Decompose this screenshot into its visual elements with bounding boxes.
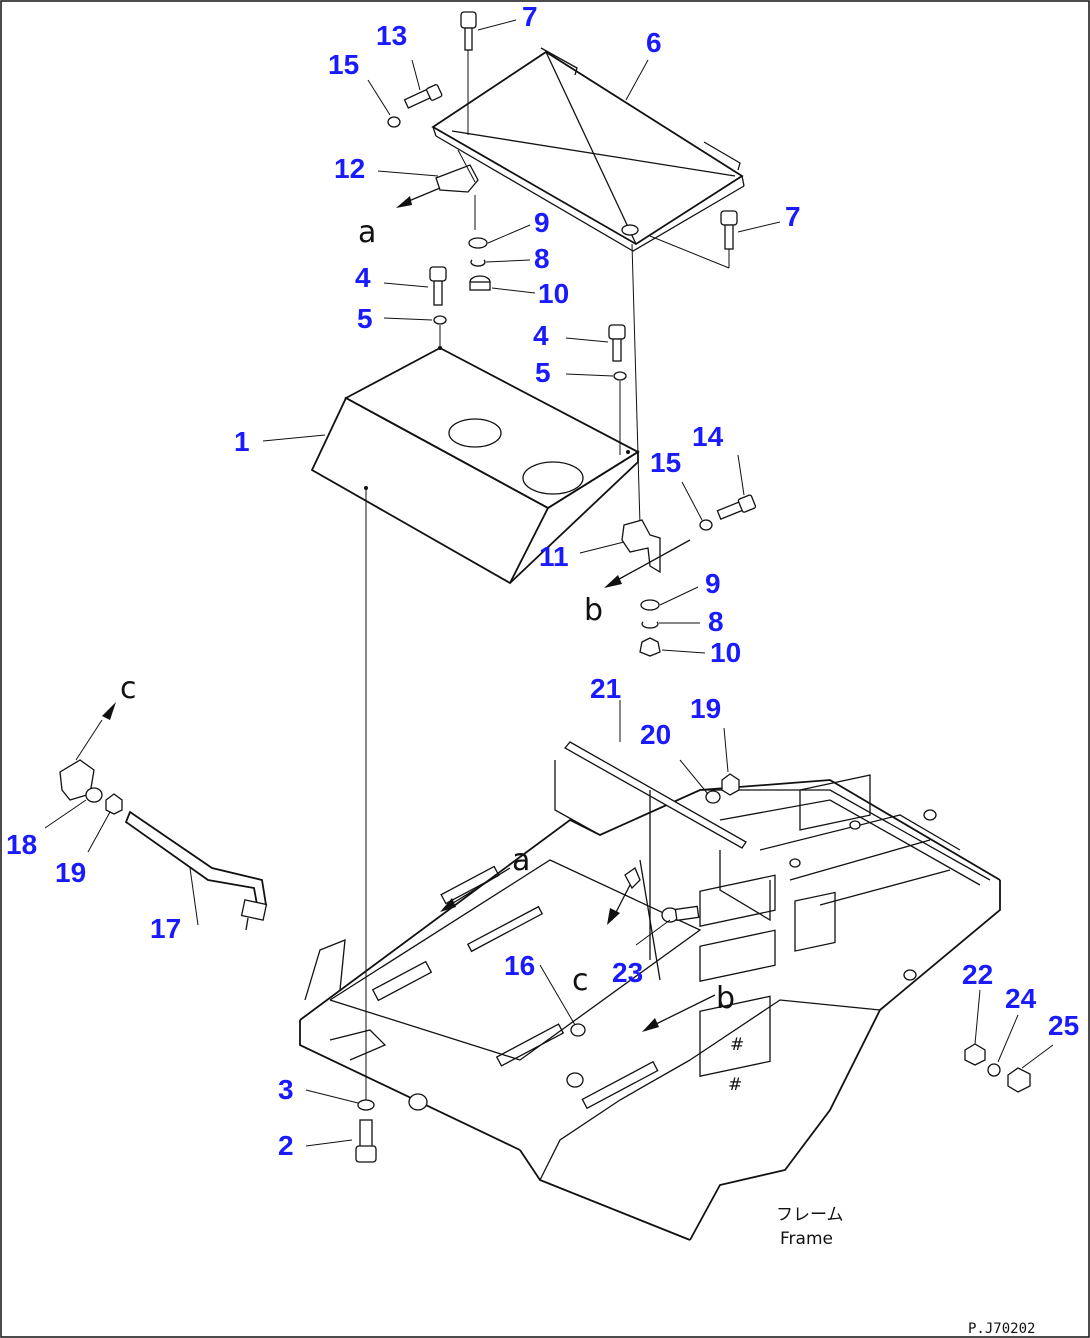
callout-24: 24 [1005, 983, 1037, 1014]
callout-23: 23 [612, 957, 643, 988]
frame-caption-en: Frame [780, 1229, 833, 1249]
part-10-nut-a [469, 275, 491, 291]
part-20-washer [705, 790, 721, 804]
callout-2: 2 [278, 1130, 294, 1161]
part-5-washer-left [433, 315, 447, 325]
callout-5-left: 5 [357, 303, 373, 334]
callout-9-top: 9 [534, 207, 550, 238]
part-6-cover-plate [431, 47, 745, 252]
callout-1: 1 [234, 426, 250, 457]
callout-19-left: 19 [55, 857, 86, 888]
view-a-frame: a [512, 843, 530, 878]
drawing-number: P.J70202 [968, 1321, 1035, 1337]
part-16-bracket [624, 867, 641, 890]
callout-16: 16 [504, 950, 535, 981]
part-18-nut [85, 787, 103, 803]
part-8-lockwasher-a [470, 259, 486, 267]
part-23-pin [661, 905, 700, 923]
callout-8-bottom: 8 [708, 606, 724, 637]
callout-11: 11 [539, 541, 569, 572]
part-15-washer-right [699, 519, 713, 531]
part-4-bolt-right [608, 324, 626, 362]
callout-8-top: 8 [534, 243, 550, 274]
callout-9-bottom: 9 [705, 568, 721, 599]
callout-7-right: 7 [785, 201, 801, 232]
callout-labels: 1 2 3 4 4 5 5 6 7 7 8 8 9 9 10 10 11 12 … [6, 1, 1079, 1161]
part-2-bolt [355, 1119, 377, 1163]
part-8-lockwasher-b [641, 621, 659, 629]
callout-12: 12 [334, 153, 365, 184]
callout-14: 14 [692, 421, 724, 452]
arrow-c-top [102, 702, 116, 720]
part-17-lever [124, 810, 268, 931]
callout-leaders [44, 19, 1054, 1147]
callout-3: 3 [278, 1074, 294, 1105]
callout-10-bottom: 10 [710, 637, 741, 668]
callout-20: 20 [640, 719, 671, 750]
callout-4-left: 4 [355, 262, 371, 293]
part-3-washer [357, 1099, 375, 1111]
part-15-washer-top [387, 116, 401, 128]
part-25-nut [1007, 1067, 1031, 1093]
callout-4-right: 4 [533, 320, 549, 351]
view-a-top: a [358, 215, 376, 250]
callout-19-right: 19 [690, 693, 721, 724]
arrow-b-top [611, 539, 691, 584]
part-24-washer [987, 1063, 1001, 1077]
part-9-washer-a [468, 237, 488, 249]
part-19-nut-left [105, 793, 123, 815]
part-7-bolt-right [649, 210, 738, 269]
callout-17: 17 [150, 913, 181, 944]
part-5-washer-right [613, 371, 627, 381]
frame-caption-jp: フレーム [776, 1205, 844, 1225]
callout-25: 25 [1048, 1010, 1079, 1041]
part-22-nut [964, 1043, 986, 1066]
view-letters: a a b b c c [120, 215, 735, 1016]
callout-22: 22 [962, 959, 993, 990]
part-4-bolt-left [429, 266, 447, 306]
part-10-nut-b [639, 637, 661, 657]
view-c-frame: c [572, 963, 589, 998]
callout-6: 6 [646, 27, 662, 58]
view-b-frame: b [716, 981, 735, 1016]
callout-21: 21 [590, 673, 621, 704]
callout-10-top: 10 [538, 278, 569, 309]
callout-7-top: 7 [522, 1, 538, 32]
part-9-washer-b [640, 599, 660, 611]
callout-13: 13 [376, 20, 407, 51]
part-13-bolt [403, 84, 443, 109]
part-7-bolt-top [460, 11, 477, 135]
part-1-main-cover [310, 346, 640, 585]
callout-18: 18 [6, 829, 37, 860]
part-11-bracket [621, 519, 661, 574]
callout-15-top: 15 [328, 49, 359, 80]
frame-assembly: # # [299, 741, 1001, 1241]
svg-text:#: # [730, 1035, 744, 1055]
callout-15-right: 15 [650, 447, 681, 478]
part-19-nut-right [721, 773, 740, 796]
part-14-bolt [716, 494, 757, 520]
view-b-top: b [584, 593, 603, 628]
svg-text:#: # [728, 1075, 742, 1095]
callout-5-right: 5 [535, 357, 551, 388]
part-12-bracket [435, 149, 479, 230]
view-c-top: c [120, 671, 137, 706]
